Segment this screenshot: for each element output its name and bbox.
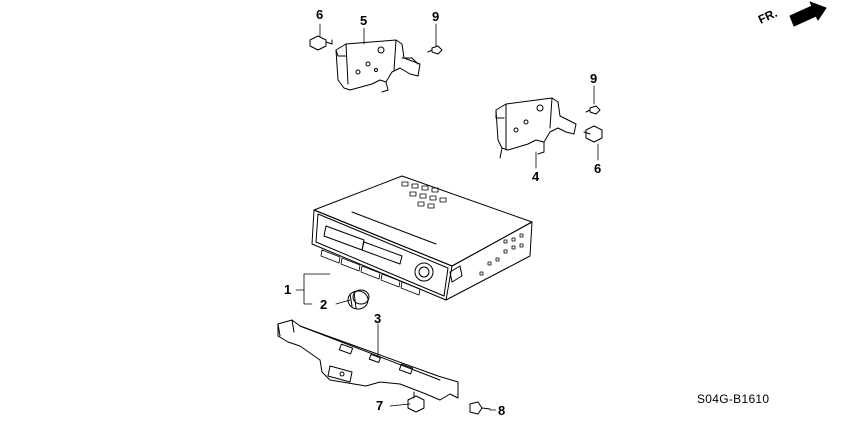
nut-part-7 <box>407 391 425 413</box>
screw-part-9-right <box>585 105 601 115</box>
callout-1: 1 <box>284 282 292 297</box>
front-direction-arrow-icon <box>789 1 827 27</box>
callout-3: 3 <box>374 311 382 326</box>
screw-part-9-top <box>427 45 443 55</box>
callout-6-right: 6 <box>594 161 602 176</box>
callout-7: 7 <box>376 398 384 413</box>
callout-6-top: 6 <box>316 7 324 22</box>
callout-5: 5 <box>360 13 368 28</box>
knob-part-2 <box>347 289 370 310</box>
screw-part-6-right <box>583 125 603 143</box>
bracket-part-4 <box>495 97 577 159</box>
callout-4: 4 <box>532 169 540 184</box>
leader-lines <box>295 23 599 411</box>
callout-9-right: 9 <box>590 71 598 86</box>
screw-part-6-top <box>309 35 333 51</box>
diagram-code: S04G-B1610 <box>697 392 770 406</box>
radio-unit-part-1 <box>311 175 533 301</box>
callout-8: 8 <box>498 403 506 418</box>
bracket-part-3 <box>277 319 459 401</box>
bracket-part-5 <box>335 39 421 93</box>
screw-part-8 <box>469 401 491 415</box>
callout-9-top: 9 <box>432 9 440 24</box>
callout-2: 2 <box>320 297 328 312</box>
